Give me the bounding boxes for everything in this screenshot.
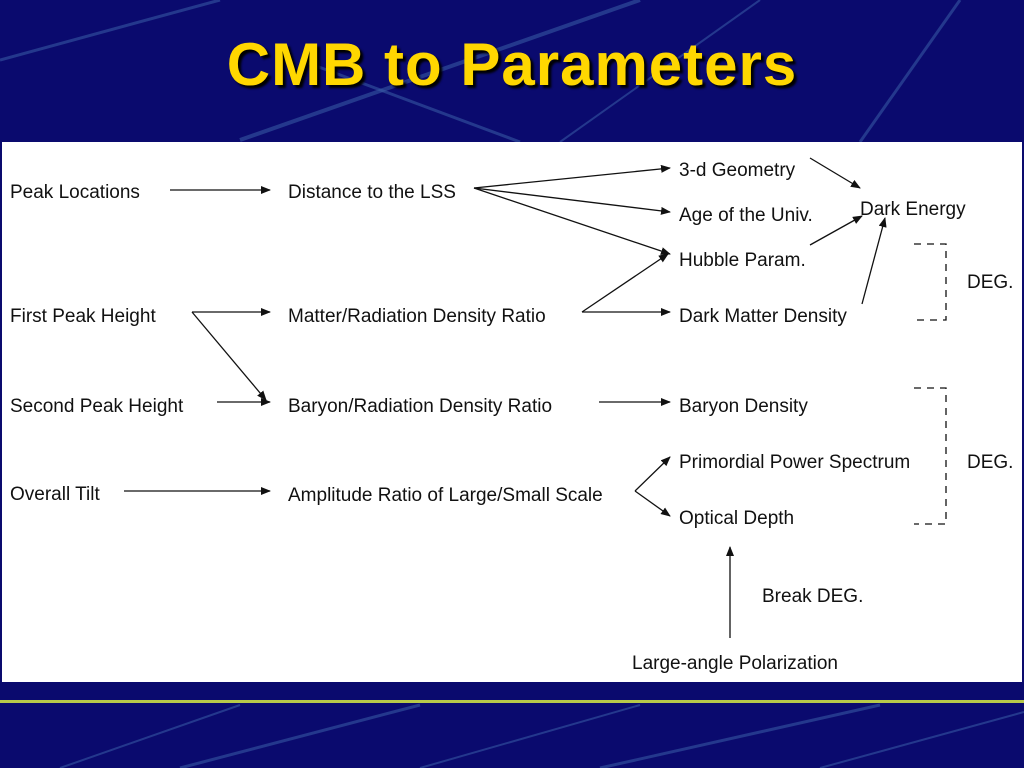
label-hubble-param: Hubble Param. <box>679 250 806 271</box>
label-first-peak-height: First Peak Height <box>10 306 156 327</box>
label-dark-matter-density: Dark Matter Density <box>679 306 847 327</box>
arrow-distance-to-age <box>473 187 671 215</box>
diagram-panel: Peak Locations First Peak Height Second … <box>2 142 1022 682</box>
arrow-distance-to-hubble <box>473 187 671 255</box>
arrow-matter-to-hubble <box>581 253 669 313</box>
label-primordial-power-spectrum: Primordial Power Spectrum <box>679 452 910 473</box>
label-optical-depth: Optical Depth <box>679 508 794 529</box>
arrow-first-to-baryon <box>191 311 267 401</box>
arrow-hubble-to-darkenergy <box>809 215 863 246</box>
label-break-deg: Break DEG. <box>762 586 863 607</box>
label-3d-geometry: 3-d Geometry <box>679 160 796 181</box>
label-baryon-density: Baryon Density <box>679 396 808 417</box>
label-age-of-universe: Age of the Univ. <box>679 205 813 226</box>
label-second-peak-height: Second Peak Height <box>10 396 184 417</box>
label-large-angle-polarization: Large-angle Polarization <box>632 653 838 674</box>
bracket-deg-lower <box>914 387 947 525</box>
arrow-darkmatter-to-darkenergy <box>861 217 887 305</box>
label-amplitude-ratio: Amplitude Ratio of Large/Small Scale <box>288 485 603 506</box>
arrow-amplitude-to-optical <box>634 490 671 517</box>
page-title: CMB to Parameters <box>226 31 798 98</box>
label-deg-upper: DEG. <box>967 272 1013 293</box>
label-matter-radiation-ratio: Matter/Radiation Density Ratio <box>288 306 546 327</box>
parameter-flow-diagram: Peak Locations First Peak Height Second … <box>10 157 1013 674</box>
label-overall-tilt: Overall Tilt <box>10 484 100 505</box>
label-peak-locations: Peak Locations <box>10 182 140 203</box>
footer-divider <box>0 700 1024 703</box>
arrow-distance-to-geometry <box>473 164 671 189</box>
label-dark-energy: Dark Energy <box>860 199 966 220</box>
arrow-geometry-to-darkenergy <box>809 157 861 189</box>
arrow-amplitude-to-primordial <box>634 456 671 492</box>
label-distance-lss: Distance to the LSS <box>288 182 456 203</box>
bracket-deg-upper <box>914 243 947 321</box>
label-baryon-radiation-ratio: Baryon/Radiation Density Ratio <box>288 396 552 417</box>
label-deg-lower: DEG. <box>967 452 1013 473</box>
